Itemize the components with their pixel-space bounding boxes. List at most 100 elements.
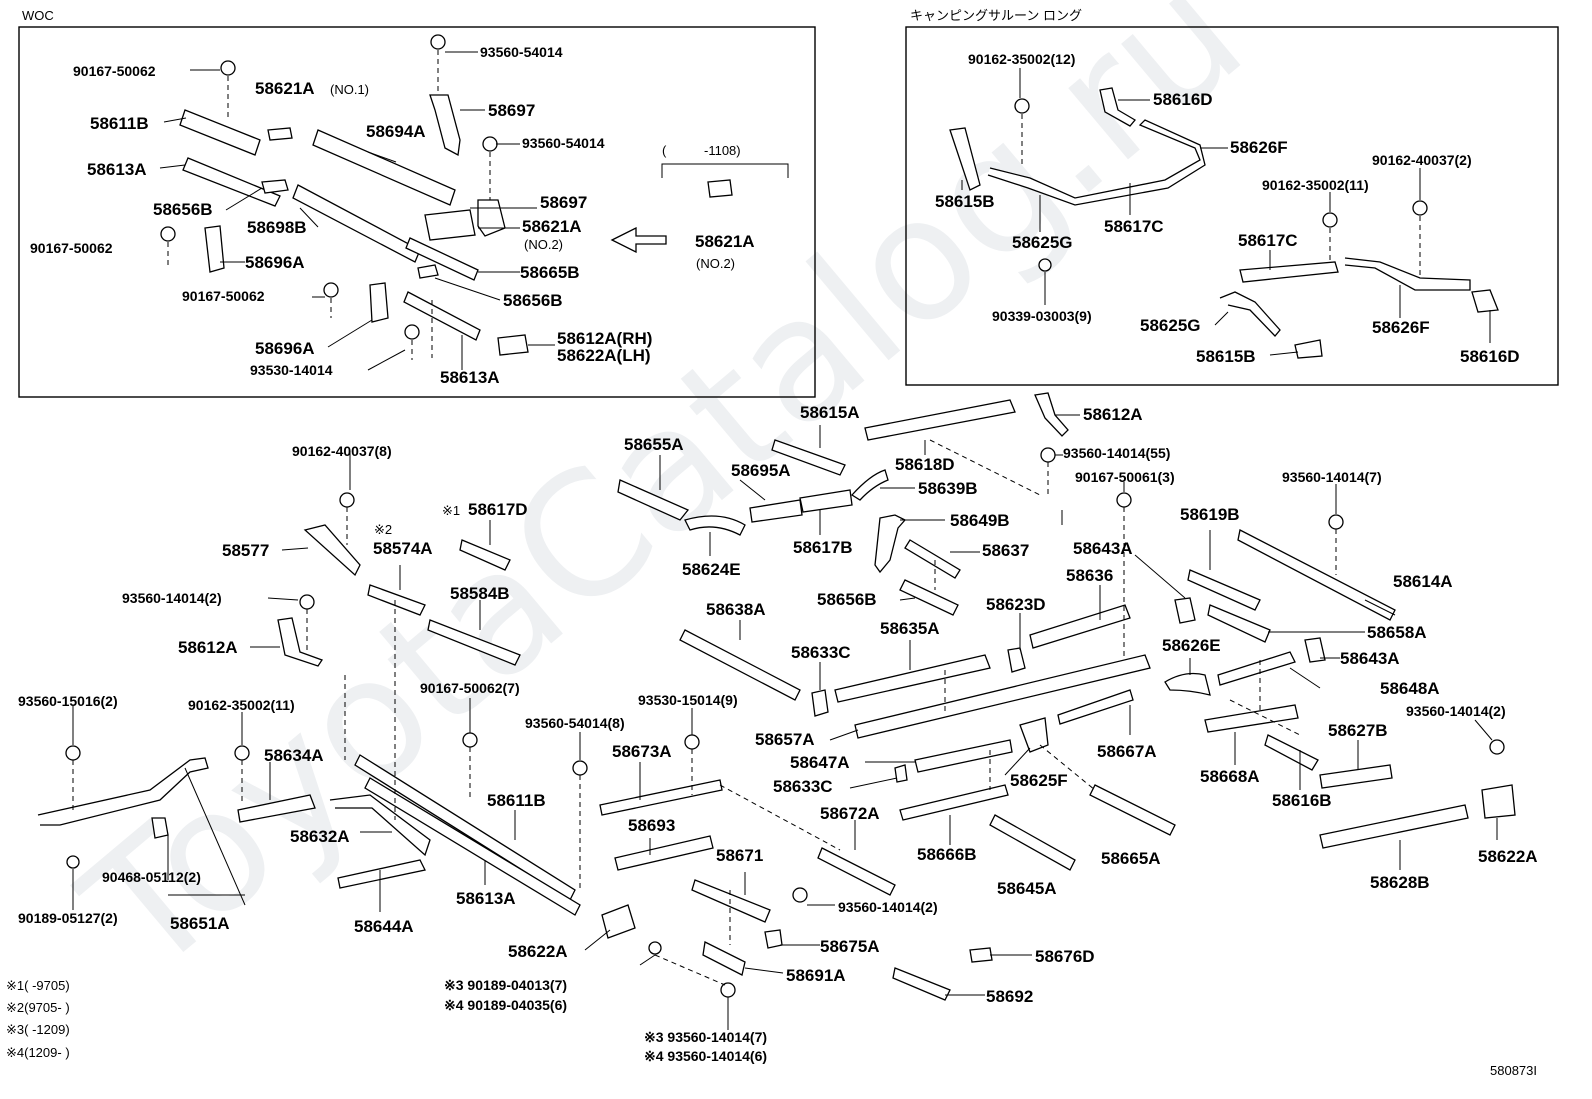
part-label: 58626E — [1162, 636, 1221, 655]
part-label: 58611B — [487, 791, 546, 810]
camping-label: 58617C — [1238, 231, 1298, 250]
woc-label: 93560-54014 — [480, 44, 563, 60]
footnotes: ※1( -9705) ※2(9705- ) ※3( -1209) ※4(1209… — [6, 978, 70, 1060]
part-label: 58691A — [786, 966, 846, 985]
woc-title: WOC — [22, 8, 54, 23]
camping-parts — [949, 68, 1499, 359]
part-label: 58673A — [612, 742, 672, 761]
woc-label: 58656B — [503, 291, 563, 310]
part-label: 58625F — [1010, 771, 1068, 790]
part-label: 58627B — [1328, 721, 1388, 740]
part-label: 58693 — [628, 816, 675, 835]
woc-label: 58665B — [520, 263, 580, 282]
woc-label: 58694A — [366, 122, 426, 141]
camping-label: 58626F — [1372, 318, 1430, 337]
part-label: 58613A — [456, 889, 516, 908]
woc-label: 58696A — [245, 253, 305, 272]
camping-label: 58616D — [1153, 90, 1213, 109]
part-label: 90468-05112(2) — [102, 869, 201, 885]
woc-label: 58656B — [153, 200, 213, 219]
part-label: 58639B — [918, 479, 978, 498]
part-label: 93530-15014(9) — [638, 692, 738, 708]
part-label: 58623D — [986, 595, 1046, 614]
part-label: 93560-14014(2) — [122, 590, 222, 606]
woc-label: 90167-50062 — [73, 63, 156, 79]
part-label: 58643A — [1340, 649, 1400, 668]
part-label: 58632A — [290, 827, 350, 846]
camping-label: 58625G — [1012, 233, 1073, 252]
woc-label: 90167-50062 — [182, 288, 265, 304]
camping-label: 58625G — [1140, 316, 1201, 335]
camping-label: 90162-35002(12) — [968, 51, 1075, 67]
part-label: 58671 — [716, 846, 763, 865]
part-label: 58666B — [917, 845, 977, 864]
camping-label: 90162-40037(2) — [1372, 152, 1472, 168]
part-label: 58622A — [1478, 847, 1538, 866]
main-parts — [37, 392, 1516, 1030]
part-label: ※3 90189-04013(7) — [444, 977, 567, 993]
part-label: 58656B — [817, 590, 877, 609]
part-label: 58636 — [1066, 566, 1113, 585]
part-label: 58574A — [373, 539, 433, 558]
part-label: 58649B — [950, 511, 1010, 530]
part-label: 58616B — [1272, 791, 1332, 810]
part-label: 93560-14014(55) — [1063, 445, 1170, 461]
woc-label: 58621A — [695, 232, 755, 251]
part-label: 58614A — [1393, 572, 1453, 591]
part-label: 58633C — [773, 777, 833, 796]
woc-label: (NO.2) — [524, 237, 563, 252]
camping-title: キャンピングサルーン ロング — [910, 8, 1082, 23]
footnote: ※4(1209- ) — [6, 1045, 70, 1060]
camping-label: 90162-35002(11) — [1262, 177, 1369, 193]
woc-label: 58696A — [255, 339, 315, 358]
part-label: 58617B — [793, 538, 853, 557]
part-label: 58668A — [1200, 767, 1260, 786]
woc-label: 58622A(LH) — [557, 346, 651, 365]
part-label: 58622A — [508, 942, 568, 961]
camping-label: 58615B — [935, 192, 995, 211]
camping-label: 58616D — [1460, 347, 1520, 366]
part-label: 58628B — [1370, 873, 1430, 892]
woc-label: 58611B — [90, 114, 149, 133]
camping-labels: 90162-35002(12) 58616D 58626F 90162-4003… — [935, 51, 1520, 366]
part-label: 58643A — [1073, 539, 1133, 558]
part-label: 58676D — [1035, 947, 1095, 966]
camping-frame — [905, 26, 1559, 386]
part-label: ※4 93560-14014(6) — [644, 1048, 767, 1064]
woc-frame — [18, 26, 816, 398]
woc-label: 58697 — [540, 193, 587, 212]
part-label: 58692 — [986, 987, 1033, 1006]
part-label: 58648A — [1380, 679, 1440, 698]
woc-box: WOC — [18, 8, 816, 398]
part-label: 58665A — [1101, 849, 1161, 868]
part-label: ※1 — [442, 503, 460, 518]
woc-label: ( — [662, 143, 667, 158]
woc-parts — [159, 34, 789, 371]
part-label: ※4 90189-04035(6) — [444, 997, 567, 1013]
woc-label: 58697 — [488, 101, 535, 120]
part-label: 93560-15016(2) — [18, 693, 118, 709]
part-label: 58634A — [264, 746, 324, 765]
part-label: 58647A — [790, 753, 850, 772]
part-label: 58619B — [1180, 505, 1240, 524]
part-label: 58651A — [170, 914, 230, 933]
part-label: 58695A — [731, 461, 791, 480]
figure-id: 580873I — [1490, 1063, 1537, 1078]
part-label: 58655A — [624, 435, 684, 454]
part-label: 58667A — [1097, 742, 1157, 761]
part-label: ※2 — [374, 522, 392, 537]
part-label: 58675A — [820, 937, 880, 956]
woc-label: (NO.2) — [696, 256, 735, 271]
woc-label: 58621A — [522, 217, 582, 236]
part-label: 58637 — [982, 541, 1029, 560]
part-label: 58657A — [755, 730, 815, 749]
part-label: 58633C — [791, 643, 851, 662]
camping-label: 58617C — [1104, 217, 1164, 236]
part-label: 58635A — [880, 619, 940, 638]
woc-label: 93560-54014 — [522, 135, 605, 151]
part-label: 90162-35002(11) — [188, 697, 295, 713]
part-label: 58618D — [895, 455, 955, 474]
part-label: 58672A — [820, 804, 880, 823]
woc-label: 58613A — [87, 160, 147, 179]
